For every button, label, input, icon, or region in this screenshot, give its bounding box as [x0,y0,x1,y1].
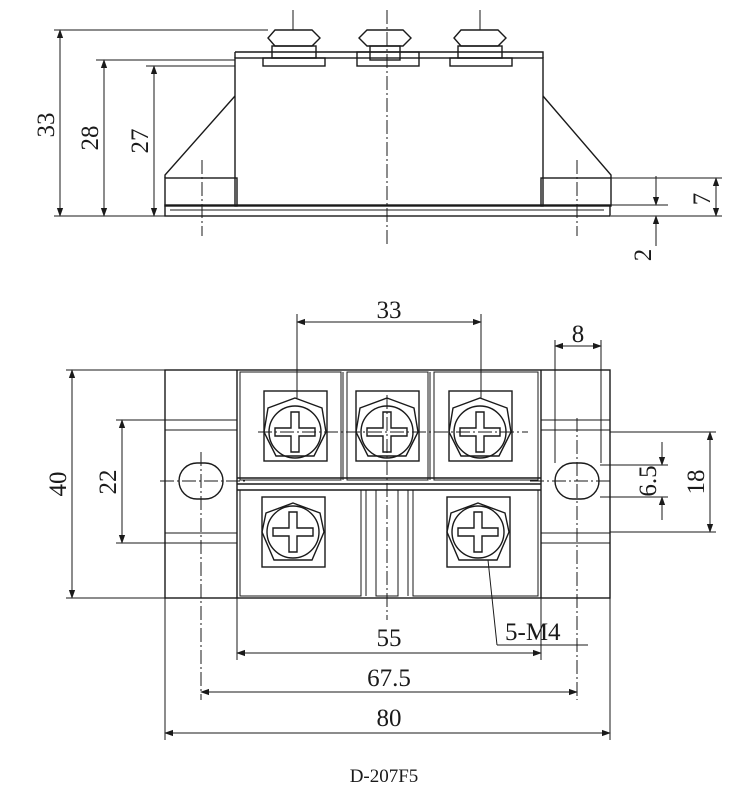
drawing-caption: D-207F5 [350,766,419,787]
dim-label-33-side: 33 [33,113,60,138]
dim-label-6-5: 6.5 [635,465,662,496]
dim-label-67-5: 67.5 [367,665,411,692]
side-nut-middle [356,29,420,67]
screw-cross-icon [457,511,499,553]
terminal-bottom-left [261,496,326,568]
dim-label-33-top: 33 [377,297,402,324]
screw-cross-icon [274,411,316,453]
side-nut-right [449,10,513,67]
dim-label-2: 2 [630,249,657,262]
left-shoulder [164,95,236,178]
dim-label-40: 40 [45,472,72,497]
dim-label-22: 22 [95,470,122,495]
dim-label-7: 7 [689,193,716,206]
right-flange [540,177,612,207]
screw-cross-icon [272,511,314,553]
side-view: 33 28 27 7 2 [33,10,722,261]
dim-label-18: 18 [683,470,710,495]
dim-label-8: 8 [572,321,585,348]
dim-label-55: 55 [377,625,402,652]
terminal-top-left [263,390,328,462]
screw-cross-icon [366,411,408,453]
terminal-bottom-right [446,496,511,568]
side-nut-left [262,10,326,67]
top-view: 33 8 40 22 18 6.5 55 67.5 80 5-M4 [45,297,716,740]
dim-label-27: 27 [127,129,154,154]
case-body [234,57,544,207]
callout-leader [487,559,498,646]
right-shoulder [542,95,612,178]
left-flange [164,177,238,207]
terminal-top-right [448,390,513,462]
dim-label-80: 80 [377,705,402,732]
dim-label-28: 28 [77,126,104,151]
screw-cross-icon [459,411,501,453]
callout-5-m4: 5-M4 [505,619,561,646]
